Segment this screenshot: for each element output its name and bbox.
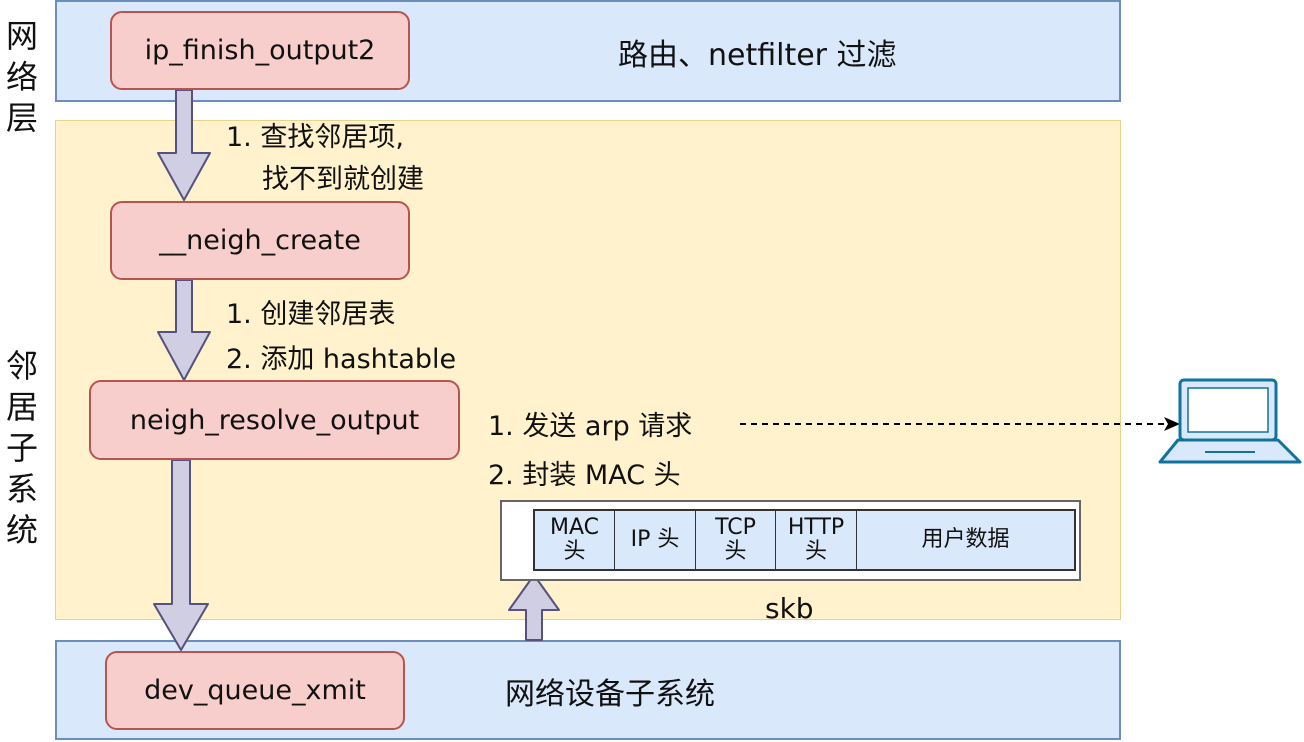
func-dev-queue-xmit: dev_queue_xmit bbox=[105, 651, 405, 730]
network-layer-label: 网 络 层 bbox=[2, 16, 42, 139]
arrow-neigh-create-to-resolve bbox=[157, 279, 211, 381]
step-lookup-neighbor: 1. 查找邻居项, bbox=[226, 122, 404, 153]
neighbor-subsystem-label-char: 子 bbox=[5, 429, 38, 467]
func-neigh-resolve-output: neigh_resolve_output bbox=[89, 380, 460, 460]
neighbor-subsystem-label-char: 居 bbox=[5, 388, 38, 426]
neighbor-subsystem-label-char: 统 bbox=[5, 511, 38, 549]
skb-label: skb bbox=[765, 592, 814, 625]
skb-field-user-data: 用户数据 bbox=[921, 527, 1010, 552]
network-layer-label-char: 络 bbox=[5, 58, 38, 96]
device-subsystem-description: 网络设备子系统 bbox=[505, 677, 715, 712]
laptop-icon bbox=[1158, 378, 1302, 464]
network-layer-label-char: 层 bbox=[5, 99, 38, 137]
arrow-ip-to-neigh-create bbox=[157, 89, 211, 201]
step-create-table: 1. 创建邻居表 bbox=[226, 299, 396, 330]
arrow-dev-to-skb bbox=[508, 574, 560, 641]
func-neigh-create: __neigh_create bbox=[110, 201, 410, 280]
neighbor-subsystem-label-char: 邻 bbox=[5, 347, 38, 385]
network-layer-label-char: 网 bbox=[5, 17, 38, 55]
step-send-arp: 1. 发送 arp 请求 bbox=[488, 411, 693, 442]
network-layer-description: 路由、netfilter 过滤 bbox=[618, 38, 897, 73]
step-add-hashtable: 2. 添加 hashtable bbox=[226, 344, 457, 375]
arrow-resolve-to-dev-queue bbox=[153, 459, 209, 651]
neighbor-subsystem-label: 邻 居 子 系 统 bbox=[2, 346, 42, 551]
step-wrap-mac: 2. 封装 MAC 头 bbox=[488, 460, 681, 491]
skb-field-ip: IP 头 bbox=[615, 511, 696, 569]
arrow-arp-request-head bbox=[1164, 417, 1180, 431]
step-lookup-neighbor-cont: 找不到就创建 bbox=[262, 164, 424, 195]
neighbor-subsystem-label-char: 系 bbox=[5, 470, 38, 508]
func-ip-finish-output2: ip_finish_output2 bbox=[110, 11, 410, 90]
